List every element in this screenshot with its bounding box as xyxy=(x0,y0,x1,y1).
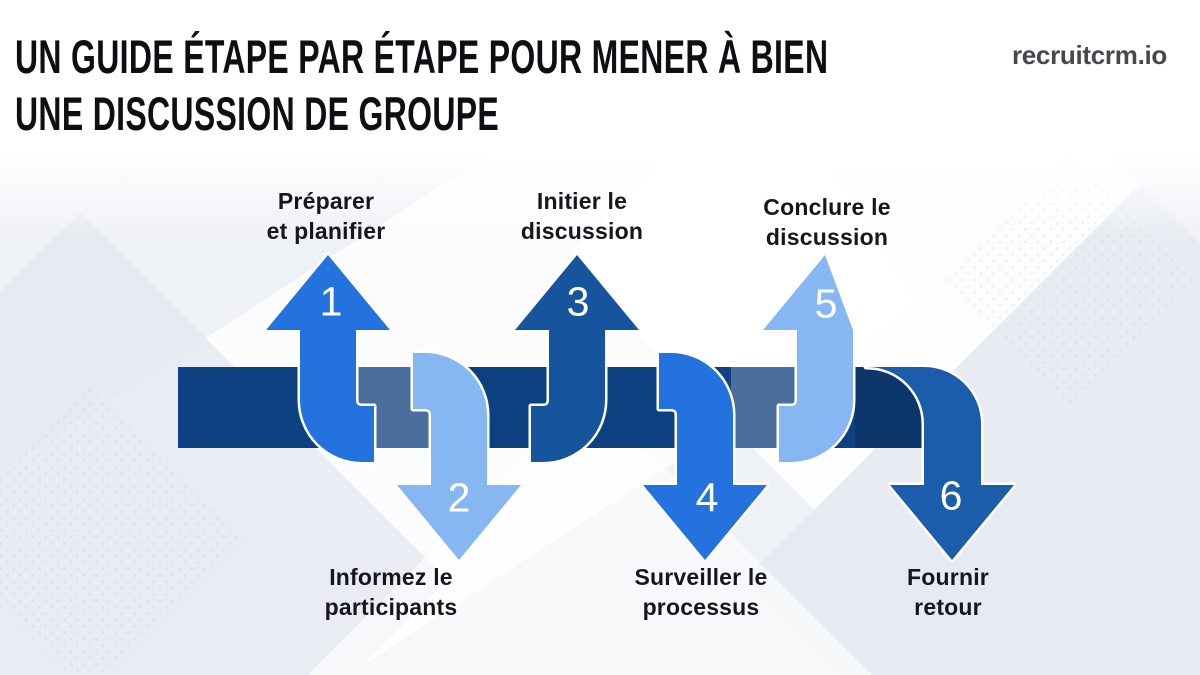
step-number-1: 1 xyxy=(319,278,343,325)
step-label-5-line1: Conclure le xyxy=(763,194,891,220)
recruitcrm-logo: recruitcrm.io xyxy=(1011,40,1167,70)
step-label-2-line1: Informez le xyxy=(329,564,453,590)
page-title-line1: UN GUIDE ÉTAPE PAR ÉTAPE POUR MENER À BI… xyxy=(15,30,829,83)
step-label-5-line2: discussion xyxy=(765,224,889,250)
step-number-5: 5 xyxy=(814,280,838,327)
arrow-step-3 xyxy=(512,252,642,465)
step-number-4: 4 xyxy=(695,474,719,521)
step-number-6: 6 xyxy=(939,472,963,519)
step-label-6-line2: retour xyxy=(914,594,982,620)
step-label-1: Préparer et planifier xyxy=(196,186,456,246)
arrow-step-4 xyxy=(640,350,770,563)
step-label-3: Initier le discussion xyxy=(452,186,712,246)
arrow-step-5 xyxy=(760,252,890,465)
step-label-2: Informez le participants xyxy=(261,562,521,622)
step-label-4-line1: Surveiller le xyxy=(634,564,768,590)
step-number-2: 2 xyxy=(447,474,471,521)
step-label-4: Surveiller le processus xyxy=(571,562,831,622)
arrow-step-2 xyxy=(394,350,524,563)
step-label-3-line1: Initier le xyxy=(536,188,628,214)
step-label-1-line1: Préparer xyxy=(277,188,375,214)
step-label-4-line2: processus xyxy=(642,594,760,620)
step-label-3-line2: discussion xyxy=(520,218,644,244)
step-label-1-line2: et planifier xyxy=(266,218,386,244)
arrow-step-6 xyxy=(863,364,1017,563)
step-label-6: Fournir retour xyxy=(818,562,1078,622)
step-number-3: 3 xyxy=(566,278,590,325)
page-title: UN GUIDE ÉTAPE PAR ÉTAPE POUR MENER À BI… xyxy=(15,28,828,142)
step-label-2-line2: participants xyxy=(324,594,458,620)
step-label-5: Conclure le discussion xyxy=(697,192,957,252)
bg-top-fade xyxy=(0,150,1200,240)
page-title-line2: UNE DISCUSSION DE GROUPE xyxy=(15,87,500,140)
arrow-step-1 xyxy=(263,252,393,465)
step-label-6-line1: Fournir xyxy=(907,564,989,590)
